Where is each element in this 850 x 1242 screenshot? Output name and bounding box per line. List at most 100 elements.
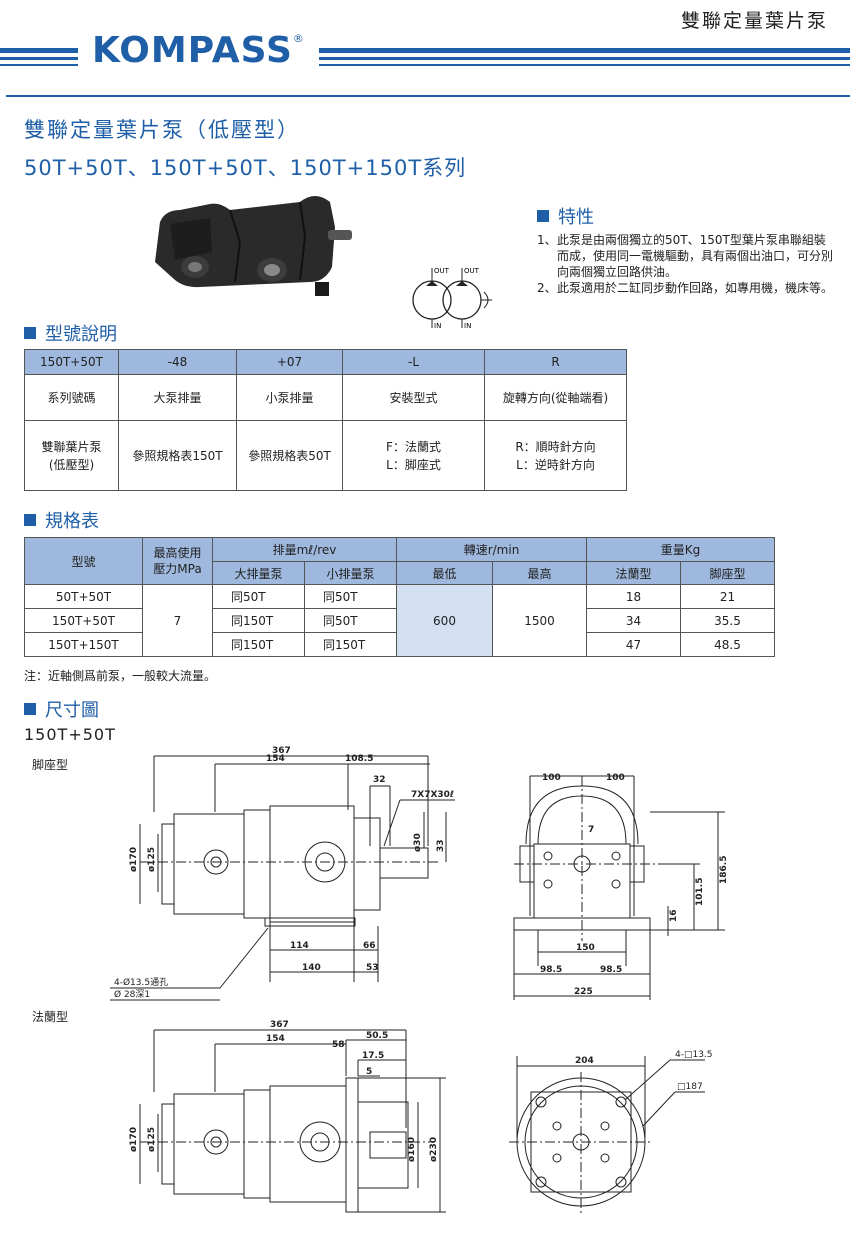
brand-stripe xyxy=(0,48,850,53)
dim-label: 53 xyxy=(366,963,379,973)
detail-line: (低壓型) xyxy=(48,457,95,472)
header-pressure-line: 壓力MPa xyxy=(153,562,202,576)
spec-small: 同150T xyxy=(304,632,397,657)
hole-note: 4-Ø13.5通孔 xyxy=(114,977,168,988)
dim-label: 367 xyxy=(270,1020,289,1030)
detail-cell: 參照規格表50T xyxy=(236,420,343,491)
dim-label: 367 xyxy=(272,746,291,756)
spec-model: 150T+150T xyxy=(24,632,143,657)
feature-item: 2、此泵適用於二缸同步動作回路，如專用機，機床等。 xyxy=(537,280,837,296)
spec-model: 50T+50T xyxy=(24,584,143,609)
model-code-row: 150T+50T -48 +07 -L R xyxy=(24,349,627,375)
spec-header-row: 大排量泵 小排量泵 最低 最高 法蘭型 脚座型 xyxy=(25,561,775,585)
dimensions-heading-text: 尺寸圖 xyxy=(45,700,99,721)
header-model: 型號 xyxy=(24,537,143,585)
brand-name: KOMPASS xyxy=(92,30,293,71)
feature-number: 2、 xyxy=(537,281,557,295)
spec-speed-max: 1500 xyxy=(492,584,587,657)
dim-label: 16 xyxy=(669,909,679,922)
features-heading-text: 特性 xyxy=(558,207,594,228)
spec-foot: 48.5 xyxy=(680,632,775,657)
dim-label: 140 xyxy=(302,963,321,973)
catalog-category-title: 雙聯定量葉片泵 xyxy=(680,10,828,32)
spec-row: 50T+50T 7 同50T 同50T 600 1500 18 21 xyxy=(24,584,775,657)
header-flange: 法蘭型 xyxy=(586,561,681,585)
pump-photo xyxy=(155,196,352,296)
dim-label: 17.5 xyxy=(362,1051,384,1061)
registered-mark: ® xyxy=(292,32,305,45)
dim-label: 100 xyxy=(542,773,561,783)
dim-label: 101.5 xyxy=(695,878,705,906)
code-cell: R xyxy=(484,349,627,375)
model-code-heading: 型號說明 xyxy=(24,320,117,346)
spec-small: 同50T xyxy=(304,584,397,609)
dim-label: 108.5 xyxy=(345,754,373,764)
hydraulic-symbol: OUT OUT IN IN xyxy=(412,267,492,330)
header-speed-min: 最低 xyxy=(396,561,493,585)
dim-label: 98.5 xyxy=(540,965,562,975)
spec-model: 150T+50T xyxy=(24,608,143,633)
header-small-pump: 小排量泵 xyxy=(304,561,397,585)
model-code-table: 150T+50T -48 +07 -L R 系列號碼 大泵排量 小泵排量 安裝型… xyxy=(24,349,627,491)
dimensions-heading: 尺寸圖 xyxy=(24,696,99,722)
heading-marker xyxy=(24,327,36,339)
foot-type-front-drawing: 367 154 108.5 32 7X7X30ℓ ø30 33 ø170 ø12… xyxy=(110,746,455,1001)
header-weight: 重量Kg xyxy=(586,537,775,562)
dim-label: 58 xyxy=(332,1040,345,1050)
feature-text: 此泵是由兩個獨立的50T、150T型葉片泵串聯組裝而成，使用同一電機驅動，具有兩… xyxy=(557,233,834,279)
name-cell: 小泵排量 xyxy=(236,374,343,421)
detail-cell: 雙聯葉片泵(低壓型) xyxy=(24,420,119,491)
spec-pressure: 7 xyxy=(142,584,213,657)
heading-marker xyxy=(537,210,549,222)
brand-stripe xyxy=(0,64,850,66)
dim-label: ø230 xyxy=(429,1137,439,1162)
code-cell: 150T+50T xyxy=(24,349,119,375)
dim-label: 7X7X30ℓ xyxy=(411,790,454,800)
detail-line: R：順時針方向 xyxy=(515,439,596,454)
spec-flange: 34 xyxy=(586,608,681,633)
flange-type-front-drawing: 367 154 58 50.5 17.5 5 ø170 ø125 ø160 ø2… xyxy=(129,1020,446,1213)
dim-label: ø170 xyxy=(129,1127,139,1152)
spec-flange: 47 xyxy=(586,632,681,657)
spec-foot: 21 xyxy=(680,584,775,609)
dim-label: 100 xyxy=(606,773,625,783)
in-label: IN xyxy=(464,322,471,330)
dimension-model-label: 150T+50T xyxy=(24,725,116,744)
dim-label: 98.5 xyxy=(600,965,622,975)
detail-line: 參照規格表50T xyxy=(248,448,331,463)
spec-heading-text: 規格表 xyxy=(45,511,99,532)
header-pressure-line: 最高使用 xyxy=(153,546,202,560)
dim-label: 4-□13.5 xyxy=(675,1050,713,1060)
dim-label: ø125 xyxy=(147,847,157,872)
dim-label: 7 xyxy=(588,825,594,835)
dim-label: 5 xyxy=(366,1067,372,1077)
spec-flange: 18 xyxy=(586,584,681,609)
flange-type-side-drawing: 204 4-□13.5 □187 xyxy=(509,1050,713,1214)
foot-type-label: 脚座型 xyxy=(32,758,69,772)
name-cell: 旋轉方向(從軸端看) xyxy=(484,374,627,421)
heading-marker xyxy=(24,703,36,715)
dim-label: 150 xyxy=(576,943,595,953)
features-heading: 特性 xyxy=(537,203,594,229)
model-code-row: 系列號碼 大泵排量 小泵排量 安裝型式 旋轉方向(從軸端看) xyxy=(24,374,627,421)
brand-stripe xyxy=(0,57,850,60)
header-speed: 轉速r/min xyxy=(396,537,587,562)
heading-marker xyxy=(24,514,36,526)
dim-label: ø30 xyxy=(413,833,423,852)
dim-label: ø125 xyxy=(147,1127,157,1152)
spec-note: 注：近軸側爲前泵，一般較大流量。 xyxy=(24,669,217,683)
feature-item: 1、此泵是由兩個獨立的50T、150T型葉片泵串聯組裝而成，使用同一電機驅動，具… xyxy=(537,232,837,280)
spec-speed-min: 600 xyxy=(396,584,493,657)
spec-large: 同50T xyxy=(212,584,305,609)
spec-large: 同150T xyxy=(212,632,305,657)
out-label: OUT xyxy=(434,267,450,275)
code-cell: -L xyxy=(342,349,485,375)
dim-label: 32 xyxy=(373,775,386,785)
content-frame xyxy=(6,95,850,1242)
dim-label: 186.5 xyxy=(719,856,729,884)
dim-label: ø170 xyxy=(129,847,139,872)
spec-small: 同50T xyxy=(304,608,397,633)
